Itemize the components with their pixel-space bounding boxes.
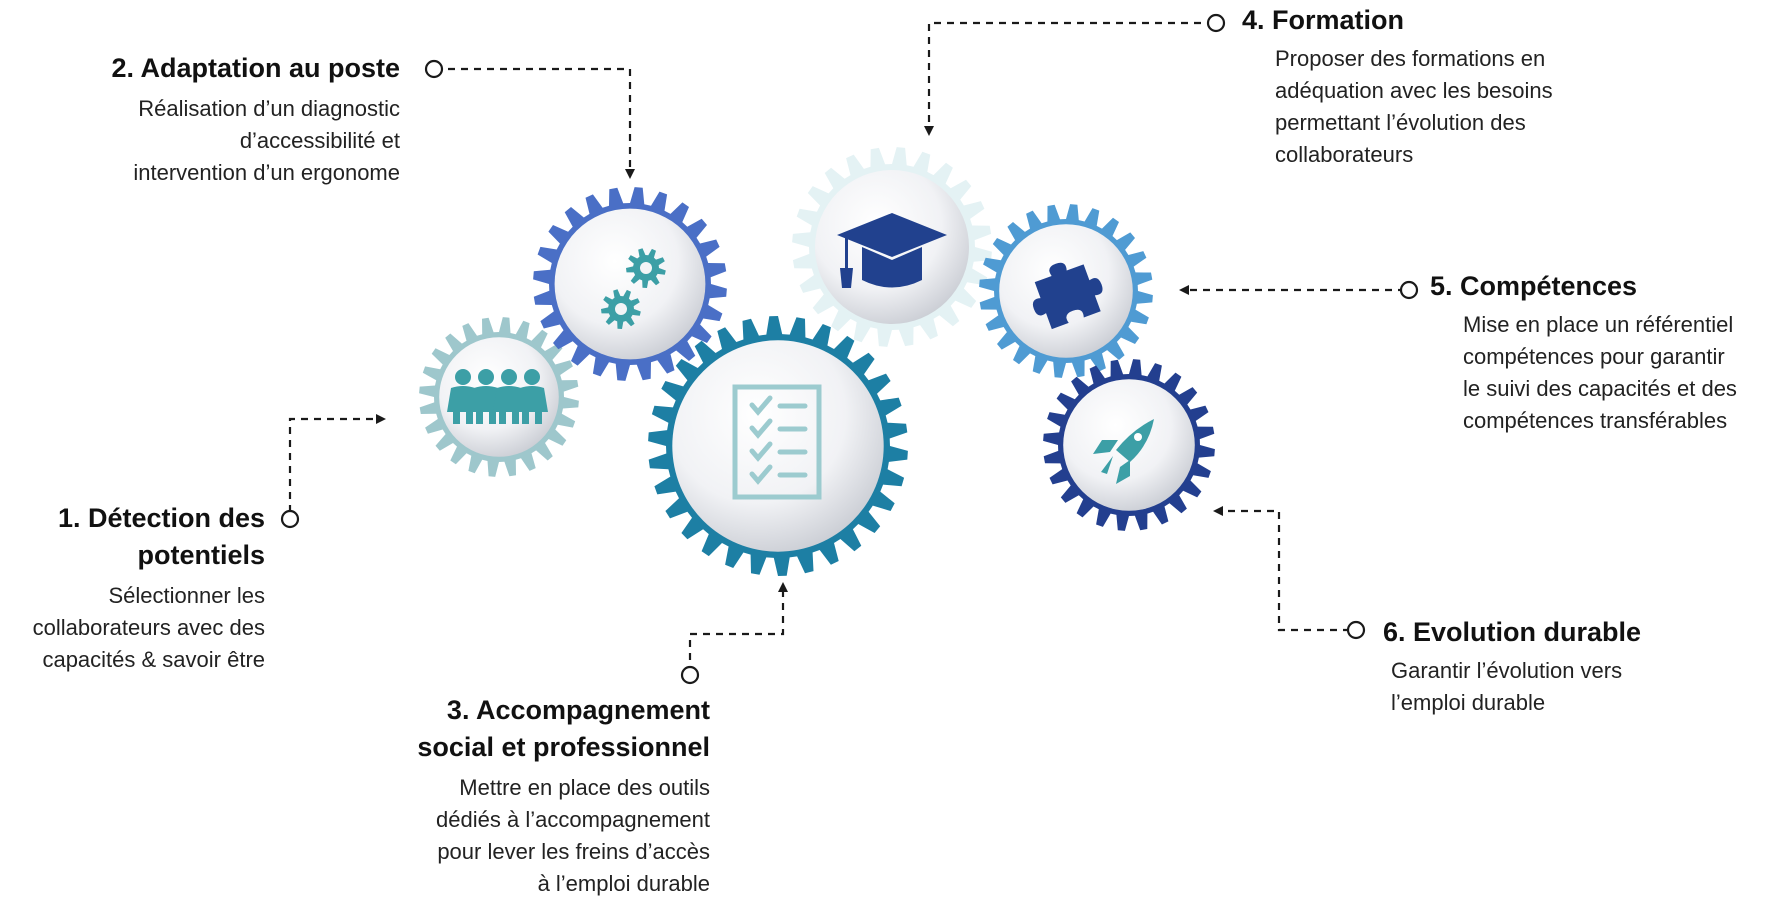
- connector-step3: [688, 582, 788, 660]
- people-group-icon: [447, 369, 548, 424]
- description-line: intervention d’un ergonome: [133, 160, 400, 185]
- connector-endpoint-step1: [280, 509, 300, 529]
- gear-hub: [672, 340, 884, 552]
- step-description: Sélectionner les collaborateurs avec des…: [10, 580, 265, 676]
- connector-endpoint-step4: [1206, 13, 1226, 33]
- description-line: à l’emploi durable: [537, 871, 710, 896]
- gear-3: [648, 316, 908, 576]
- step-description: Garantir l’évolution vers l’emploi durab…: [1391, 655, 1763, 719]
- step-title: 4. Formation: [1242, 2, 1642, 39]
- step-4-formation: 4. Formation Proposer des formations en …: [1242, 2, 1642, 171]
- connector-step2: [435, 67, 635, 179]
- connectors: [288, 21, 1405, 660]
- checklist-icon: [732, 384, 822, 500]
- title-line: potentiels: [137, 540, 265, 570]
- step-title: 6. Evolution durable: [1383, 614, 1763, 651]
- description-line: Proposer des formations en: [1275, 46, 1546, 71]
- step-description: Réalisation d’un diagnostic d’accessibil…: [70, 93, 400, 189]
- rocket-icon: [1093, 419, 1154, 484]
- puzzle-piece-icon: [1032, 262, 1103, 330]
- connector-step4: [924, 21, 1214, 136]
- small-gear-center: [640, 262, 652, 274]
- description-line: l’emploi durable: [1391, 690, 1546, 715]
- description-line: adéquation avec les besoins: [1275, 78, 1553, 103]
- step-5-competences: 5. Compétences Mise en place un référent…: [1430, 268, 1765, 437]
- description-line: le suivi des capacités et des: [1463, 376, 1737, 401]
- title-line: 4. Formation: [1242, 5, 1405, 35]
- connector-endpoint-step5: [1399, 280, 1419, 300]
- description-line: collaborateurs: [1275, 142, 1414, 167]
- title-line: 6. Evolution durable: [1383, 617, 1642, 647]
- description-line: capacités & savoir être: [42, 647, 265, 672]
- connector-step1: [288, 414, 386, 512]
- gear-hub: [554, 208, 706, 360]
- title-line: 2. Adaptation au poste: [111, 53, 400, 83]
- description-line: pour lever les freins d’accès: [437, 839, 710, 864]
- description-line: collaborateurs avec des: [32, 615, 265, 640]
- description-line: Réalisation d’un diagnostic: [138, 96, 400, 121]
- step-2-adaptation: 2. Adaptation au poste Réalisation d’un …: [70, 50, 400, 189]
- step-description: Mettre en place des outils dédiés à l’ac…: [380, 772, 710, 900]
- step-title: 3. Accompagnement social et professionne…: [380, 692, 710, 766]
- connector-endpoint-step6: [1346, 620, 1366, 640]
- connector-endpoint-step3: [680, 665, 700, 685]
- connector-endpoints: [280, 13, 1419, 685]
- connector-step6: [1213, 506, 1350, 632]
- step-3-accompagnement: 3. Accompagnement social et professionne…: [380, 692, 710, 900]
- graduation-cap-icon: [837, 213, 947, 288]
- gears-icon: [601, 248, 666, 329]
- description-line: dédiés à l’accompagnement: [436, 807, 710, 832]
- step-title: 5. Compétences: [1430, 268, 1765, 305]
- description-line: compétences transférables: [1463, 408, 1728, 433]
- step-title: 2. Adaptation au poste: [70, 50, 400, 87]
- title-line: 5. Compétences: [1430, 271, 1638, 301]
- description-line: Mettre en place des outils: [459, 775, 710, 800]
- description-line: compétences pour garantir: [1463, 344, 1725, 369]
- title-line: social et professionnel: [417, 732, 710, 762]
- small-gear-center: [615, 303, 627, 315]
- description-line: Sélectionner les: [108, 583, 265, 608]
- connector-endpoint-step2: [424, 59, 444, 79]
- step-description: Proposer des formations en adéquation av…: [1275, 43, 1642, 171]
- description-line: permettant l’évolution des: [1275, 110, 1526, 135]
- title-line: 3. Accompagnement: [446, 695, 710, 725]
- gear-2: [533, 187, 727, 381]
- title-line: 1. Détection des: [57, 503, 265, 533]
- description-line: Garantir l’évolution vers: [1391, 658, 1623, 683]
- description-line: Mise en place un référentiel: [1463, 312, 1734, 337]
- description-line: d’accessibilité et: [239, 128, 400, 153]
- step-6-evolution: 6. Evolution durable Garantir l’évolutio…: [1383, 614, 1763, 719]
- step-1-detection: 1. Détection des potentiels Sélectionner…: [10, 500, 265, 676]
- step-description: Mise en place un référentiel compétences…: [1463, 309, 1765, 437]
- step-title: 1. Détection des potentiels: [10, 500, 265, 574]
